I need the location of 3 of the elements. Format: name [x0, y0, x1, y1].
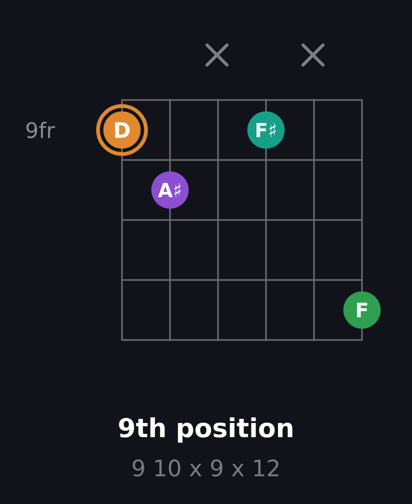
fingering-caption: 9 10 x 9 x 12 — [132, 459, 278, 477]
title: 9th position — [119, 417, 292, 443]
fret-label: 9fr — [26, 122, 55, 138]
